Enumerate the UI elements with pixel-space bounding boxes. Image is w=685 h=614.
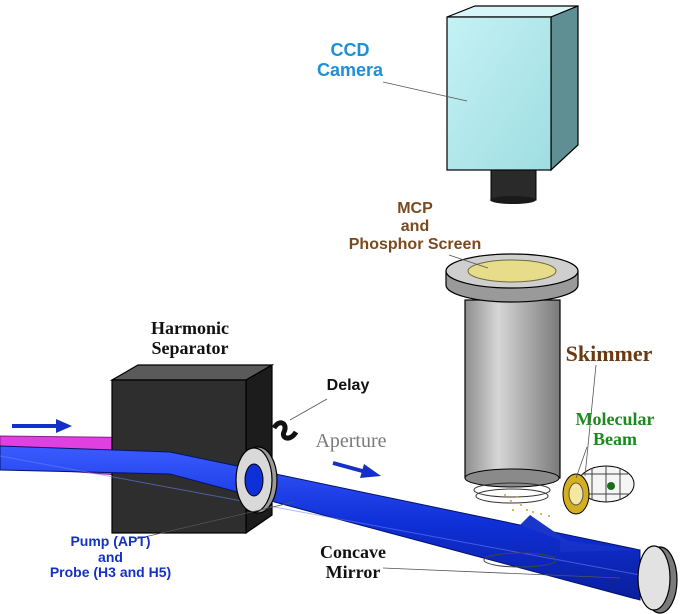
ccd-camera-label: CCD Camera (300, 40, 400, 80)
mcp-detector (445, 253, 579, 504)
pump-label-line1: Pump (APT) (70, 533, 151, 549)
molecular-beam-label: Molecular Beam (560, 409, 670, 449)
mcp-label-line2: and (400, 217, 430, 235)
photoelectrons (504, 494, 550, 517)
laser-beam (0, 445, 641, 601)
harmonic-separator-label: Harmonic Separator (130, 318, 250, 358)
concave-mirror (637, 545, 678, 614)
mcp-label-line3: Phosphor Screen (348, 235, 482, 253)
ccd-label-line2: Camera (316, 60, 384, 81)
mcp-pointer (448, 254, 489, 269)
beam-direction-arrow-aperture (332, 461, 381, 478)
delay-label-text: Delay (326, 377, 370, 394)
molecular-label-line2: Beam (593, 429, 637, 450)
aperture-ring (235, 446, 278, 514)
delay-element (271, 420, 299, 441)
pump-label-line2: and (98, 548, 123, 565)
harmonic-label-line2: Separator (151, 338, 229, 359)
pump-probe-label: Pump (APT) and Probe (H3 and H5) (33, 533, 188, 581)
skimmer-label: Skimmer (554, 341, 664, 367)
aperture-label: Aperture (306, 430, 396, 452)
focus-ring (483, 552, 557, 568)
delay-label: Delay (318, 377, 378, 395)
mirror-label-line1: Concave (320, 542, 386, 562)
pump-label-line3: Probe (H3 and H5) (49, 564, 172, 581)
molecular-beam-pointer (575, 446, 588, 479)
harmonic-label-line1: Harmonic (151, 318, 229, 338)
ccd-label-line1: CCD (330, 40, 370, 60)
concave-mirror-label: Concave Mirror (308, 542, 398, 582)
delay-pointer (289, 398, 328, 421)
mcp-label-line1: MCP (397, 200, 433, 217)
mirror-pointer (382, 567, 621, 579)
beam-direction-arrow-left (12, 419, 72, 433)
pump-pointer (135, 501, 295, 540)
skimmer-pointer (584, 364, 597, 477)
mcp-label: MCP and Phosphor Screen (340, 200, 490, 254)
skimmer-assembly (562, 465, 635, 515)
camera-pointer (382, 81, 468, 102)
skimmer-label-text: Skimmer (565, 341, 653, 366)
molecular-label-line1: Molecular (575, 409, 655, 429)
mirror-label-line2: Mirror (325, 562, 381, 583)
aperture-label-text: Aperture (315, 430, 387, 452)
ccd-camera (446, 5, 579, 204)
